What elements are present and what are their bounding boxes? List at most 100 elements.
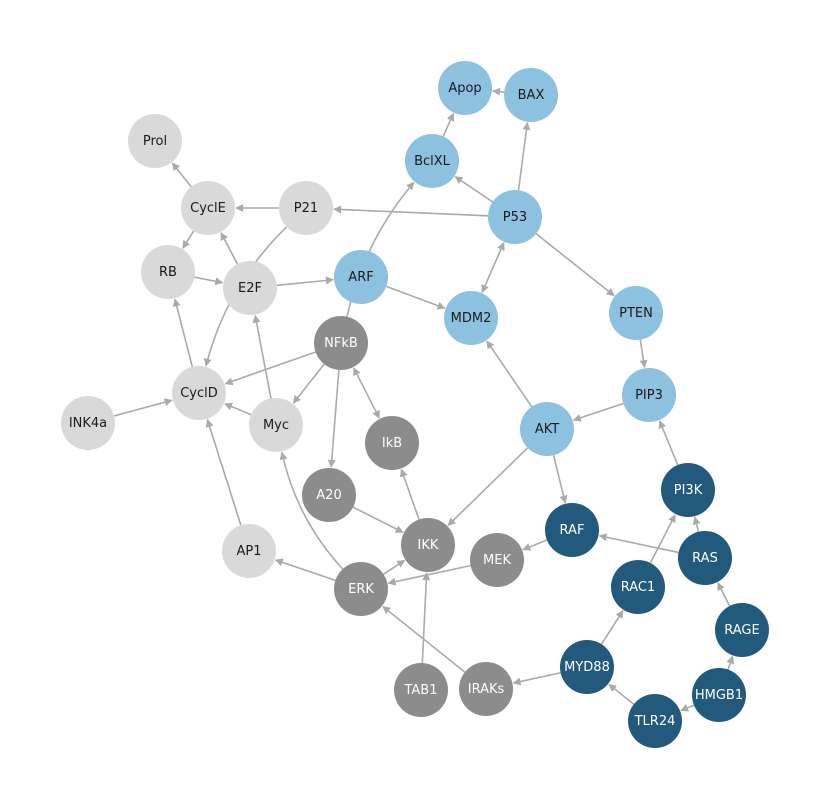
node-prol[interactable]: Prol [128, 114, 182, 168]
node-circle [223, 261, 277, 315]
node-label: BclXL [414, 154, 451, 169]
node-circle [128, 114, 182, 168]
node-circle [444, 291, 498, 345]
node-tab1[interactable]: TAB1 [394, 663, 448, 717]
edge-myd88-rac1 [600, 609, 624, 645]
node-pi3k[interactable]: PI3K [661, 463, 715, 517]
node-mek[interactable]: MEK [470, 533, 524, 587]
edge-akt-ikk [447, 447, 529, 527]
node-label: ERK [348, 582, 374, 597]
node-myd88[interactable]: MYD88 [560, 640, 614, 694]
edge-rage-ras [717, 582, 731, 607]
node-label: RB [159, 265, 177, 280]
edge-tlr24-myd88 [608, 683, 635, 705]
edge-erk-ap1 [274, 558, 336, 582]
node-iraks[interactable]: IRAKs [459, 662, 513, 716]
edge-p53-bax [517, 121, 531, 191]
node-circle [628, 694, 682, 748]
node-cycld[interactable]: CyclD [172, 366, 226, 420]
node-label: NFkB [324, 336, 358, 351]
edge-layer [113, 87, 735, 712]
node-circle [334, 250, 388, 304]
node-ikk[interactable]: IKK [401, 518, 455, 572]
edge-akt-raf [552, 455, 568, 504]
node-circle [401, 518, 455, 572]
edge-pi3k-pip3 [658, 420, 679, 466]
node-circle [692, 668, 746, 722]
node-circle [394, 663, 448, 717]
node-tlr24[interactable]: TLR24 [628, 694, 682, 748]
node-p53[interactable]: P53 [488, 190, 542, 244]
edge-ikk-ikb [399, 468, 420, 520]
node-label: Apop [448, 81, 481, 96]
node-label: E2F [238, 281, 262, 296]
node-cycle[interactable]: CyclE [181, 181, 235, 235]
edge-ras-pi3k [692, 516, 701, 533]
node-circle [222, 524, 276, 578]
node-bax[interactable]: BAX [504, 68, 558, 122]
edge-cycld-rb [172, 298, 194, 368]
edge-e2f-arf [276, 276, 334, 287]
edge-nfkb-myc [292, 363, 325, 404]
node-akt[interactable]: AKT [520, 402, 574, 456]
node-ap1[interactable]: AP1 [222, 524, 276, 578]
edge-nfkb-cycld [224, 351, 316, 386]
node-circle [365, 416, 419, 470]
node-pten[interactable]: PTEN [609, 286, 663, 340]
edge-myc-e2f [252, 314, 272, 399]
node-rage[interactable]: RAGE [715, 603, 769, 657]
edge-ras-raf [598, 533, 679, 554]
node-label: Prol [143, 134, 167, 149]
node-circle [302, 468, 356, 522]
node-circle [405, 134, 459, 188]
node-circle [61, 396, 115, 450]
node-label: TLR24 [634, 714, 676, 729]
node-ink4a[interactable]: INK4a [61, 396, 115, 450]
node-a20[interactable]: A20 [302, 468, 356, 522]
node-myc[interactable]: Myc [249, 398, 303, 452]
node-label: PI3K [674, 483, 703, 498]
node-label: AKT [535, 422, 559, 437]
edge-tab1-ikk [421, 572, 431, 664]
edge-erk-ikk [383, 559, 406, 575]
node-circle [438, 61, 492, 115]
edge-myd88-iraks [512, 671, 561, 686]
node-label: IKK [418, 538, 439, 553]
node-circle [181, 181, 235, 235]
node-pip3[interactable]: PIP3 [622, 368, 676, 422]
node-circle [172, 366, 226, 420]
node-label: CyclD [180, 386, 218, 401]
node-ikb[interactable]: IkB [365, 416, 419, 470]
node-label: RAS [692, 551, 718, 566]
edge-pip3-akt [572, 402, 624, 422]
edge-akt-mdm2 [486, 340, 533, 408]
node-circle [249, 398, 303, 452]
node-label: IRAKs [468, 682, 505, 697]
node-label: P53 [503, 210, 527, 225]
node-hmgb1[interactable]: HMGB1 [692, 668, 746, 722]
node-erk[interactable]: ERK [334, 562, 388, 616]
node-e2f[interactable]: E2F [223, 261, 277, 315]
node-circle [622, 368, 676, 422]
edge-hmgb1-rage [726, 655, 735, 670]
node-nfkb[interactable]: NFkB [314, 316, 368, 370]
edge-ink4a-cycld [113, 398, 173, 417]
node-p21[interactable]: P21 [279, 181, 333, 235]
node-label: PTEN [619, 306, 653, 321]
node-mdm2[interactable]: MDM2 [444, 291, 498, 345]
edge-rac1-pi3k [649, 514, 676, 564]
node-label: CyclE [190, 201, 226, 216]
node-ras[interactable]: RAS [678, 531, 732, 585]
node-rb[interactable]: RB [141, 245, 195, 299]
node-label: AP1 [236, 544, 261, 559]
edge-hmgb1-tlr24 [680, 704, 695, 712]
node-raf[interactable]: RAF [545, 503, 599, 557]
node-rac1[interactable]: RAC1 [611, 560, 665, 614]
node-circle [314, 316, 368, 370]
node-circle [678, 531, 732, 585]
node-label: P21 [294, 201, 318, 216]
node-apop[interactable]: Apop [438, 61, 492, 115]
node-bclxl[interactable]: BclXL [405, 134, 459, 188]
node-arf[interactable]: ARF [334, 250, 388, 304]
